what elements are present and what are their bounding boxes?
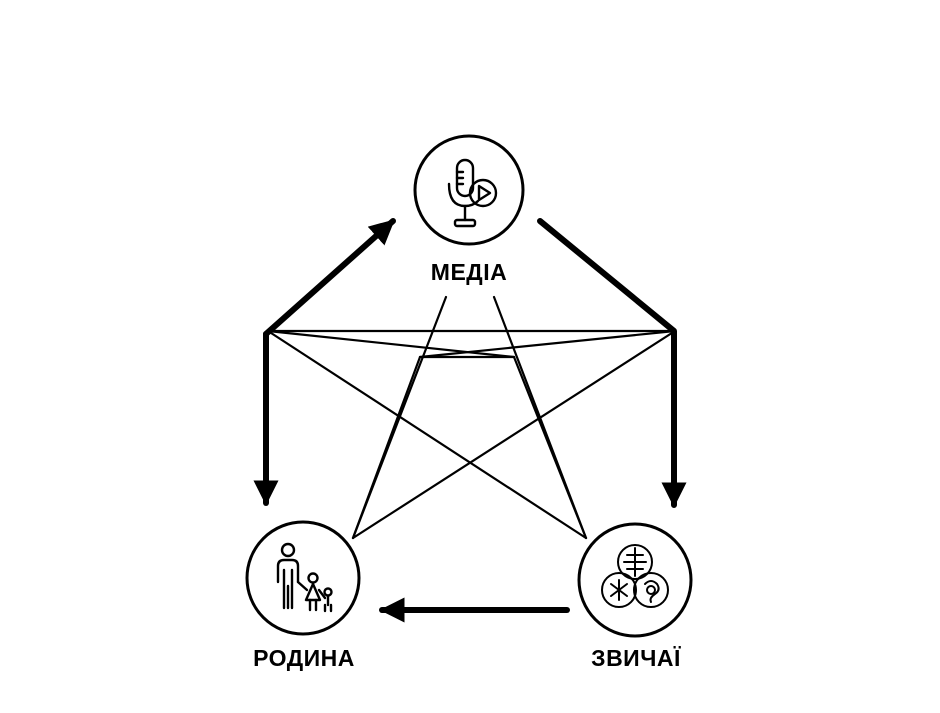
connection-lines [266,295,677,540]
connection-line [351,329,677,540]
family-icon [276,542,333,613]
node-label-customs: ЗВИЧАЇ [591,645,681,671]
arrow-media-to-customs [537,218,687,508]
connection-line [492,295,588,540]
node-label-media: МЕДІА [430,259,508,285]
ornament-symbols-icon [601,544,669,608]
node-circle [245,520,361,636]
node-family [245,520,361,636]
microphone-play-icon [447,158,498,228]
cycle-arrows [253,218,687,623]
connection-line [266,329,588,540]
connection-line [351,295,448,540]
node-label-family: РОДИНА [253,645,355,671]
connection-line [418,329,677,359]
node-media [413,134,525,246]
arrow-family-to-media [263,218,396,337]
node-customs [577,522,693,638]
connection-line [266,329,516,359]
node-circle [413,134,525,246]
